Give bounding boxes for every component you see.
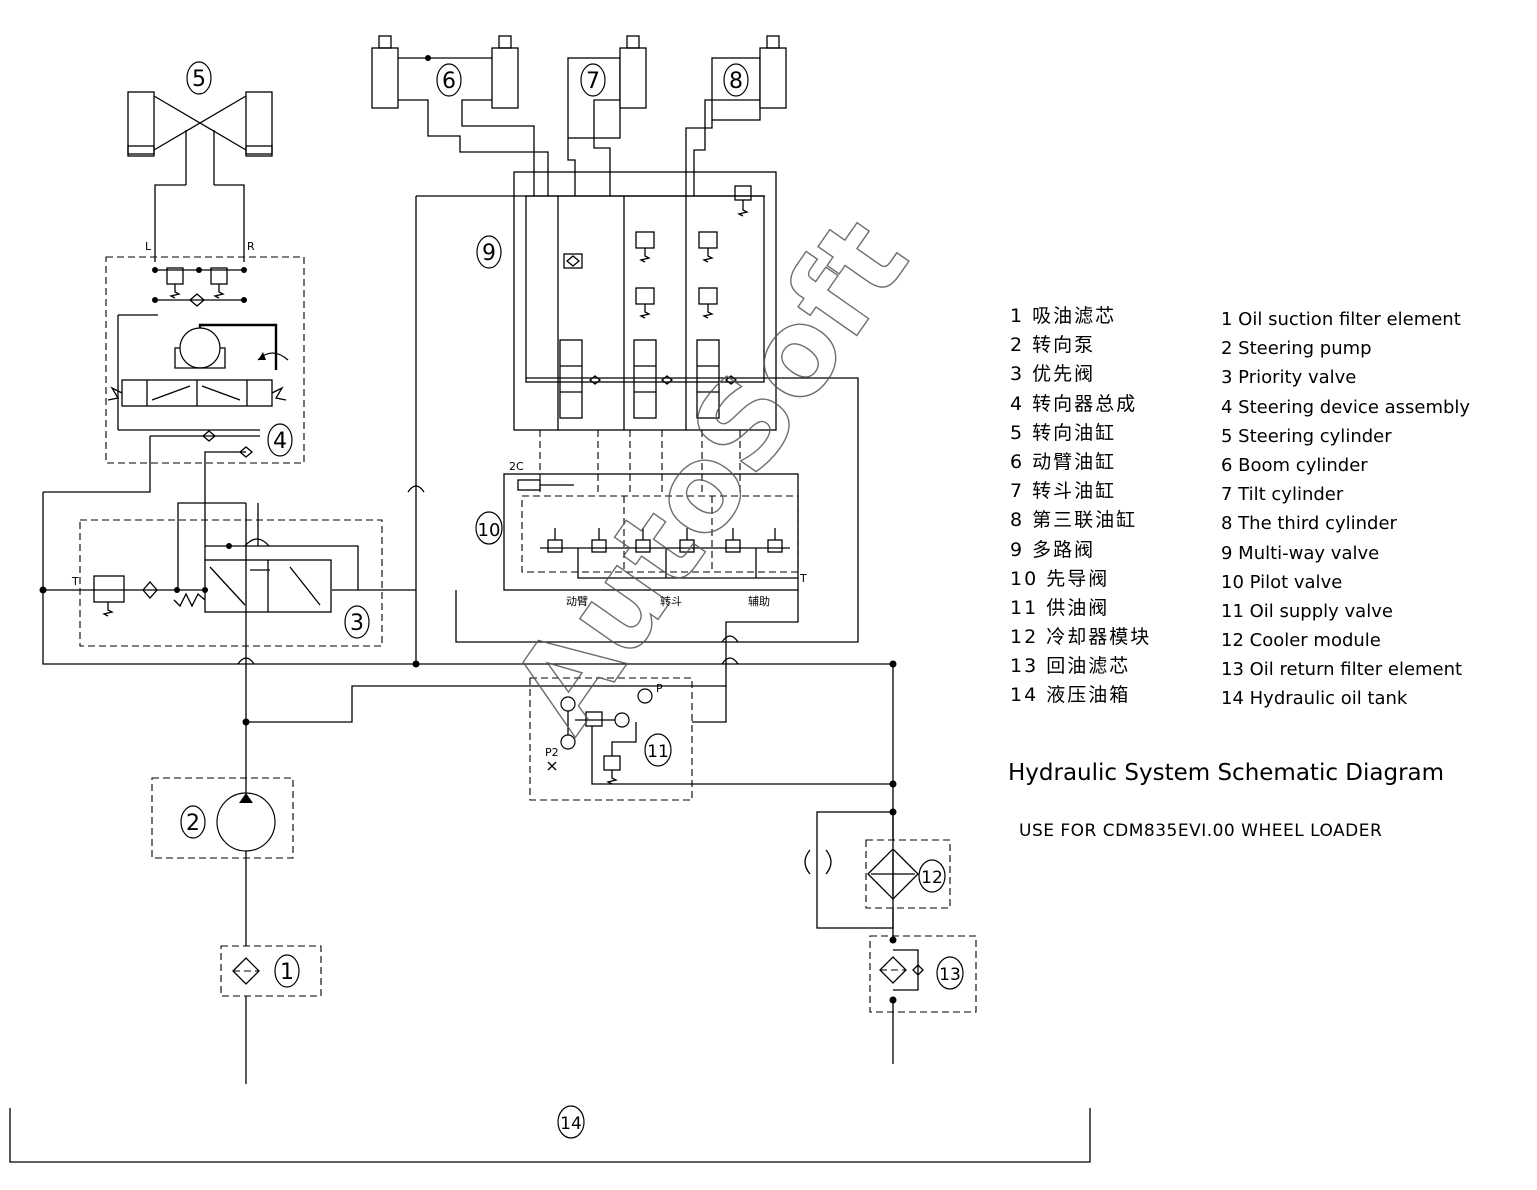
legend-item: 5 Steering cylinder <box>1221 425 1392 447</box>
callout-5: 5 <box>192 67 206 92</box>
port-label-tank-priority: T <box>71 575 79 588</box>
legend-item: 4 转向器总成 <box>1010 392 1138 415</box>
legend-item: 12 Cooler module <box>1221 630 1381 652</box>
section-label-aux: 辅助 <box>748 594 770 608</box>
multi-way-valve <box>455 171 859 643</box>
callout-8: 8 <box>729 69 743 94</box>
work-cylinders <box>371 35 787 196</box>
legend-item: 2 转向泵 <box>1010 334 1096 357</box>
callout-11: 11 <box>647 742 669 762</box>
port-label-right: R <box>247 240 255 253</box>
cooler-module <box>804 811 951 929</box>
steering-device-assembly: L R <box>105 240 305 464</box>
callout-14: 14 <box>560 1114 582 1134</box>
section-label-tilt: 转斗 <box>660 594 682 608</box>
port-label-pilot: 2C <box>509 460 524 473</box>
port-label-left: L <box>145 240 152 253</box>
steering-cylinders <box>127 91 273 262</box>
callout-3: 3 <box>350 611 364 636</box>
pilot-valve: 2C T 动臂 转斗 辅助 <box>503 430 807 686</box>
legend-item: 7 转斗油缸 <box>1010 480 1117 503</box>
port-label-pressure-2: P2 <box>545 746 559 759</box>
legend-item: 8 The third cylinder <box>1221 513 1397 535</box>
legend-item: 1 吸油滤芯 <box>1010 305 1117 327</box>
callout-13: 13 <box>939 965 961 985</box>
callout-10: 10 <box>478 520 501 541</box>
diagram-title: Hydraulic System Schematic Diagram <box>1008 760 1445 786</box>
legend-item: 3 Priority valve <box>1221 367 1357 389</box>
suction-filter <box>220 945 322 997</box>
priority-valve: T <box>39 519 383 647</box>
callout-12: 12 <box>921 868 943 888</box>
callout-7: 7 <box>586 69 600 94</box>
callout-6: 6 <box>442 69 456 94</box>
legend-item: 13 Oil return filter element <box>1221 659 1463 681</box>
diagram-subtitle: USE FOR CDM835EVI.00 WHEEL LOADER <box>1019 821 1383 841</box>
legend-item: 14 Hydraulic oil tank <box>1221 688 1408 710</box>
legend-item: 1 Oil suction filter element <box>1221 309 1461 330</box>
pilot-valve-spools <box>547 528 783 553</box>
legend-item: 9 多路阀 <box>1010 538 1096 561</box>
section-label-boom: 动臂 <box>566 595 588 608</box>
callout-2: 2 <box>186 811 200 836</box>
callout-4: 4 <box>273 429 287 454</box>
legend-item: 6 动臂油缸 <box>1010 450 1117 473</box>
callout-1: 1 <box>280 960 294 985</box>
legend-item: 13 回油滤芯 <box>1010 655 1131 678</box>
legend-item: 12 冷却器模块 <box>1010 626 1152 649</box>
legend-item: 10 先导阀 <box>1010 567 1110 590</box>
legend-item: 3 优先阀 <box>1010 363 1096 386</box>
legend-item: 8 第三联油缸 <box>1010 509 1138 532</box>
legend-item: 11 Oil supply valve <box>1221 600 1393 622</box>
legend-item: 4 Steering device assembly <box>1221 396 1471 418</box>
legend-item: 2 Steering pump <box>1221 338 1372 360</box>
legend-item: 10 Pilot valve <box>1221 571 1343 593</box>
legend-item: 9 Multi-way valve <box>1221 542 1380 564</box>
legend-english: 1 Oil suction filter element 2 Steering p… <box>1221 305 1470 714</box>
callout-9: 9 <box>482 241 496 266</box>
legend-item: 5 转向油缸 <box>1010 421 1117 444</box>
oil-supply-valve: P P2 <box>529 677 893 801</box>
component-number-labels: 5 6 7 8 9 10 4 3 2 1 11 12 13 14 <box>180 61 964 1139</box>
legend-chinese: 1 吸油滤芯 2 转向泵 3 优先阀 4 转向器总成 5 转向油缸 6 动臂油缸 7 转斗油… <box>1010 302 1151 711</box>
legend-item: 7 Tilt cylinder <box>1221 484 1344 506</box>
legend-item: 14 液压油箱 <box>1010 684 1131 707</box>
return-filter <box>869 935 977 1013</box>
port-label-tank-pilot: T <box>799 572 807 585</box>
steering-pump <box>151 777 294 859</box>
legend-item: 11 供油阀 <box>1010 596 1110 619</box>
port-label-pressure: P <box>656 682 663 695</box>
legend-item: 6 Boom cylinder <box>1221 454 1368 476</box>
hydraulic-oil-tank <box>9 1108 1091 1163</box>
